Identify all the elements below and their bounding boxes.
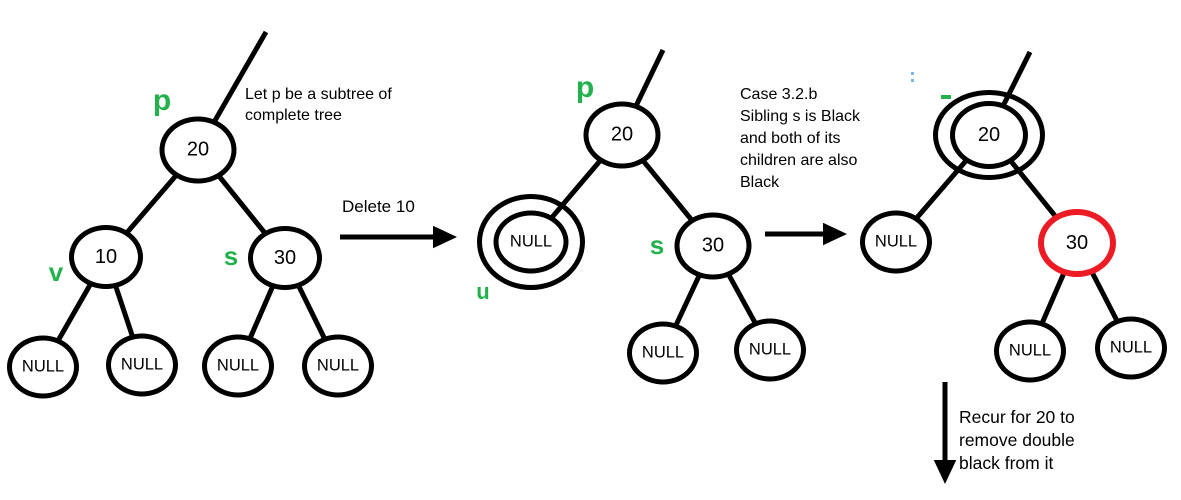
recur-note-line: Recur for 20 to: [959, 407, 1075, 427]
tree1-node-10: 10: [69, 225, 143, 289]
tree2-pointer-p-label: p: [575, 71, 595, 104]
tree3-node-20: 20: [950, 101, 1028, 169]
stray-mark-blue: [911, 79, 914, 82]
tree2-double-black-null: NULL: [493, 210, 569, 274]
tree1-null-leaf: NULL: [106, 333, 178, 397]
recur-note-line: black from it: [959, 453, 1054, 473]
case-note-line: Sibling s is Black: [740, 108, 861, 125]
delete-arrow-label: Delete 10: [342, 197, 415, 216]
case-note: Case 3.2.b Sibling s is Black and both o…: [740, 84, 860, 194]
tree1-pointer-v-label: v: [48, 257, 64, 287]
tree3-null-left: NULL: [860, 210, 932, 274]
tree3-double-black-ring: [933, 90, 1045, 180]
tree1-pointer-s-label: s: [223, 241, 239, 271]
case-note-line: Black: [740, 174, 780, 191]
stray-mark-green: [941, 95, 951, 99]
tree2-edges: [529, 48, 773, 355]
tree1-null-leaf: NULL: [7, 335, 79, 399]
tree3-null-leaf: NULL: [1095, 316, 1167, 380]
subtree-note-line: Let p be a subtree of: [245, 86, 392, 103]
tree1-null-leaf: NULL: [202, 334, 274, 398]
tree1-null-leaf: NULL: [302, 334, 374, 398]
subtree-note-line: complete tree: [245, 107, 342, 124]
tree1-node-30: 30: [248, 226, 322, 290]
stray-mark-blue: [911, 72, 914, 75]
tree1-node-20: 20: [159, 116, 237, 184]
tree1-pointer-p-label: p: [152, 84, 172, 117]
tree3-null-leaf: NULL: [994, 319, 1066, 383]
case-note-line: children are also: [740, 152, 858, 169]
tree2-pointer-s-label: s: [649, 230, 665, 260]
case-note-line: and both of its: [740, 130, 841, 147]
recur-note: Recur for 20 to remove double black from…: [959, 406, 1075, 475]
recur-note-line: remove double: [959, 430, 1075, 450]
subtree-note: Let p be a subtree of complete tree: [245, 84, 392, 126]
tree2-pointer-u-label: u: [476, 279, 490, 304]
tree3-red-node-30: 30: [1038, 209, 1116, 277]
case-note-line: Case 3.2.b: [740, 86, 818, 103]
tree2-node-30: 30: [674, 212, 752, 280]
tree2-double-black-ring: [477, 194, 585, 290]
tree2-null-leaf: NULL: [734, 318, 806, 382]
tree2-node-20: 20: [583, 101, 661, 169]
tree2-null-leaf: NULL: [627, 321, 699, 385]
tree1-edges: [40, 30, 341, 369]
